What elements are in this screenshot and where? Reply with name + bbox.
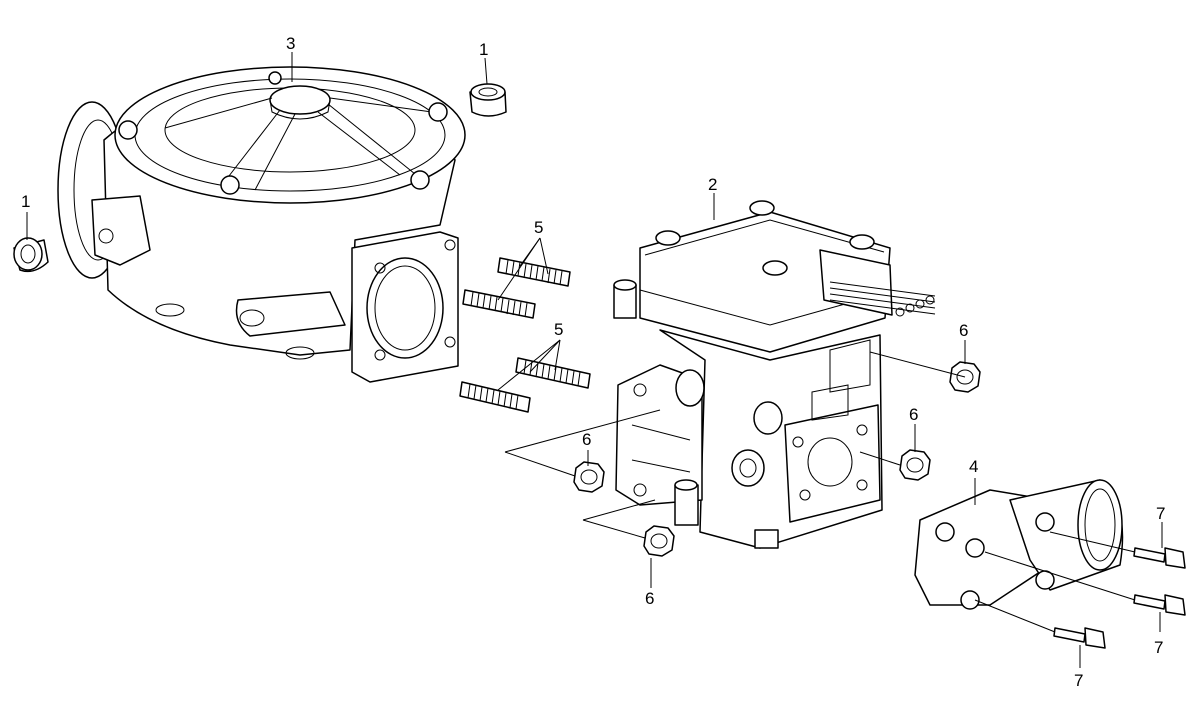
callout-2: 2 (708, 175, 717, 194)
callout-7-middle: 7 (1154, 638, 1163, 657)
part-7-bolt-1 (1133, 547, 1186, 569)
part-1-bushing-top (469, 83, 507, 117)
part-1-bushing-left (13, 237, 49, 273)
part-2-valve-body (613, 200, 936, 549)
callout-3: 3 (286, 34, 295, 53)
callout-6-bottom: 6 (645, 589, 654, 608)
part-5-stud-3 (515, 357, 591, 389)
callout-5-lower: 5 (554, 320, 563, 339)
callout-6-right-upper: 6 (959, 321, 968, 340)
callout-1-left: 1 (21, 192, 30, 211)
part-6-nut-2 (573, 461, 605, 493)
part-3-housing (57, 66, 466, 383)
callout-1-top: 1 (479, 40, 488, 59)
callout-6-right-lower: 6 (909, 405, 918, 424)
part-5-stud-4 (459, 381, 531, 413)
part-7-bolt-2 (1133, 594, 1186, 616)
part-4-elbow (914, 479, 1124, 610)
callout-labels: 3 1 1 2 5 5 6 6 6 6 4 7 7 7 (21, 34, 1165, 690)
callout-4: 4 (969, 457, 978, 476)
leader-lines (26, 52, 1163, 668)
part-6-nut-3 (899, 449, 931, 481)
callout-7-bottom: 7 (1074, 671, 1083, 690)
part-5-stud-2 (462, 289, 536, 319)
callout-6-left: 6 (582, 430, 591, 449)
callout-7-top: 7 (1156, 504, 1165, 523)
part-6-nut-4 (643, 525, 675, 557)
part-5-stud-1 (497, 257, 571, 287)
callout-5-upper: 5 (534, 218, 543, 237)
part-7-bolt-3 (1053, 627, 1106, 649)
